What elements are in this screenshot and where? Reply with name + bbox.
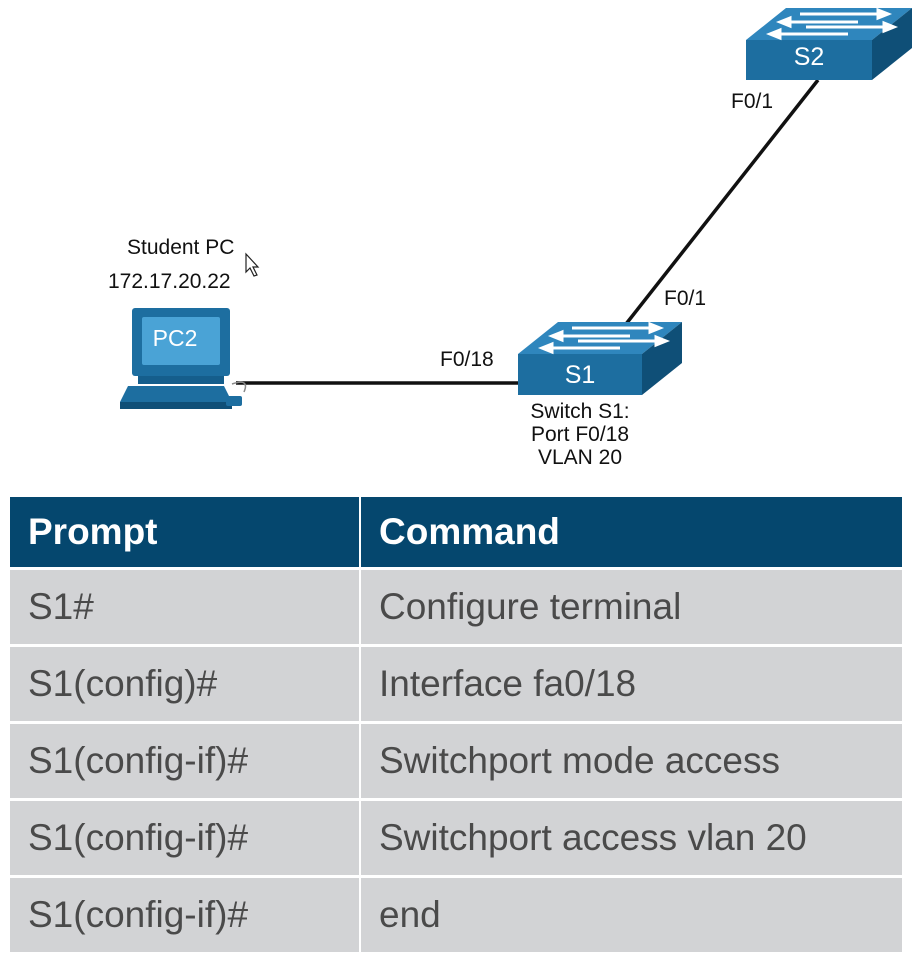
prompt-cell: S1(config-if)#	[10, 878, 359, 952]
pc2-label: PC2	[152, 325, 198, 351]
s1-info-line: VLAN 20	[537, 446, 623, 469]
s2-port-label: F0/1	[731, 90, 774, 113]
s1-info-line: Switch S1:	[530, 400, 630, 423]
command-table: Prompt Command S1# Configure terminal S1…	[8, 494, 904, 955]
s1-access-port-label: F0/18	[440, 348, 494, 371]
topology-canvas	[120, 7, 912, 409]
prompt-cell: S1(config)#	[10, 647, 359, 721]
network-topology-diagram: S2 S1 PC2 F0/1 F0/1 F0/18 Student PC 172…	[108, 7, 912, 469]
prompt-cell: S1(config-if)#	[10, 801, 359, 875]
pc2-computer-icon	[120, 308, 247, 409]
header-prompt: Prompt	[10, 497, 359, 567]
table-header-row: Prompt Command	[10, 497, 902, 567]
table-row: S1(config-if)# end	[10, 878, 902, 952]
s1-info: Switch S1: Port F0/18 VLAN 20	[505, 400, 655, 469]
table-row: S1# Configure terminal	[10, 570, 902, 644]
table-row: S1(config)# Interface fa0/18	[10, 647, 902, 721]
s2-label: S2	[793, 43, 825, 71]
switch-s2-icon	[746, 7, 912, 80]
command-cell: Switchport access vlan 20	[361, 801, 902, 875]
prompt-cell: S1#	[10, 570, 359, 644]
table-row: S1(config-if)# Switchport access vlan 20	[10, 801, 902, 875]
mouse-cursor-icon	[245, 252, 260, 277]
table-row: S1(config-if)# Switchport mode access	[10, 724, 902, 798]
command-cell: Configure terminal	[361, 570, 902, 644]
command-cell: end	[361, 878, 902, 952]
s1-label: S1	[564, 361, 596, 389]
header-command: Command	[361, 497, 902, 567]
s1-uplink-port-label: F0/1	[664, 287, 707, 310]
pc-title: Student PC	[127, 236, 235, 259]
s1-info-line: Port F0/18	[530, 423, 630, 446]
pc-ip-address: 172.17.20.22	[108, 270, 231, 293]
command-cell: Switchport mode access	[361, 724, 902, 798]
switch-s1-icon	[518, 321, 682, 395]
link-s1-s2	[624, 78, 820, 326]
prompt-cell: S1(config-if)#	[10, 724, 359, 798]
command-cell: Interface fa0/18	[361, 647, 902, 721]
